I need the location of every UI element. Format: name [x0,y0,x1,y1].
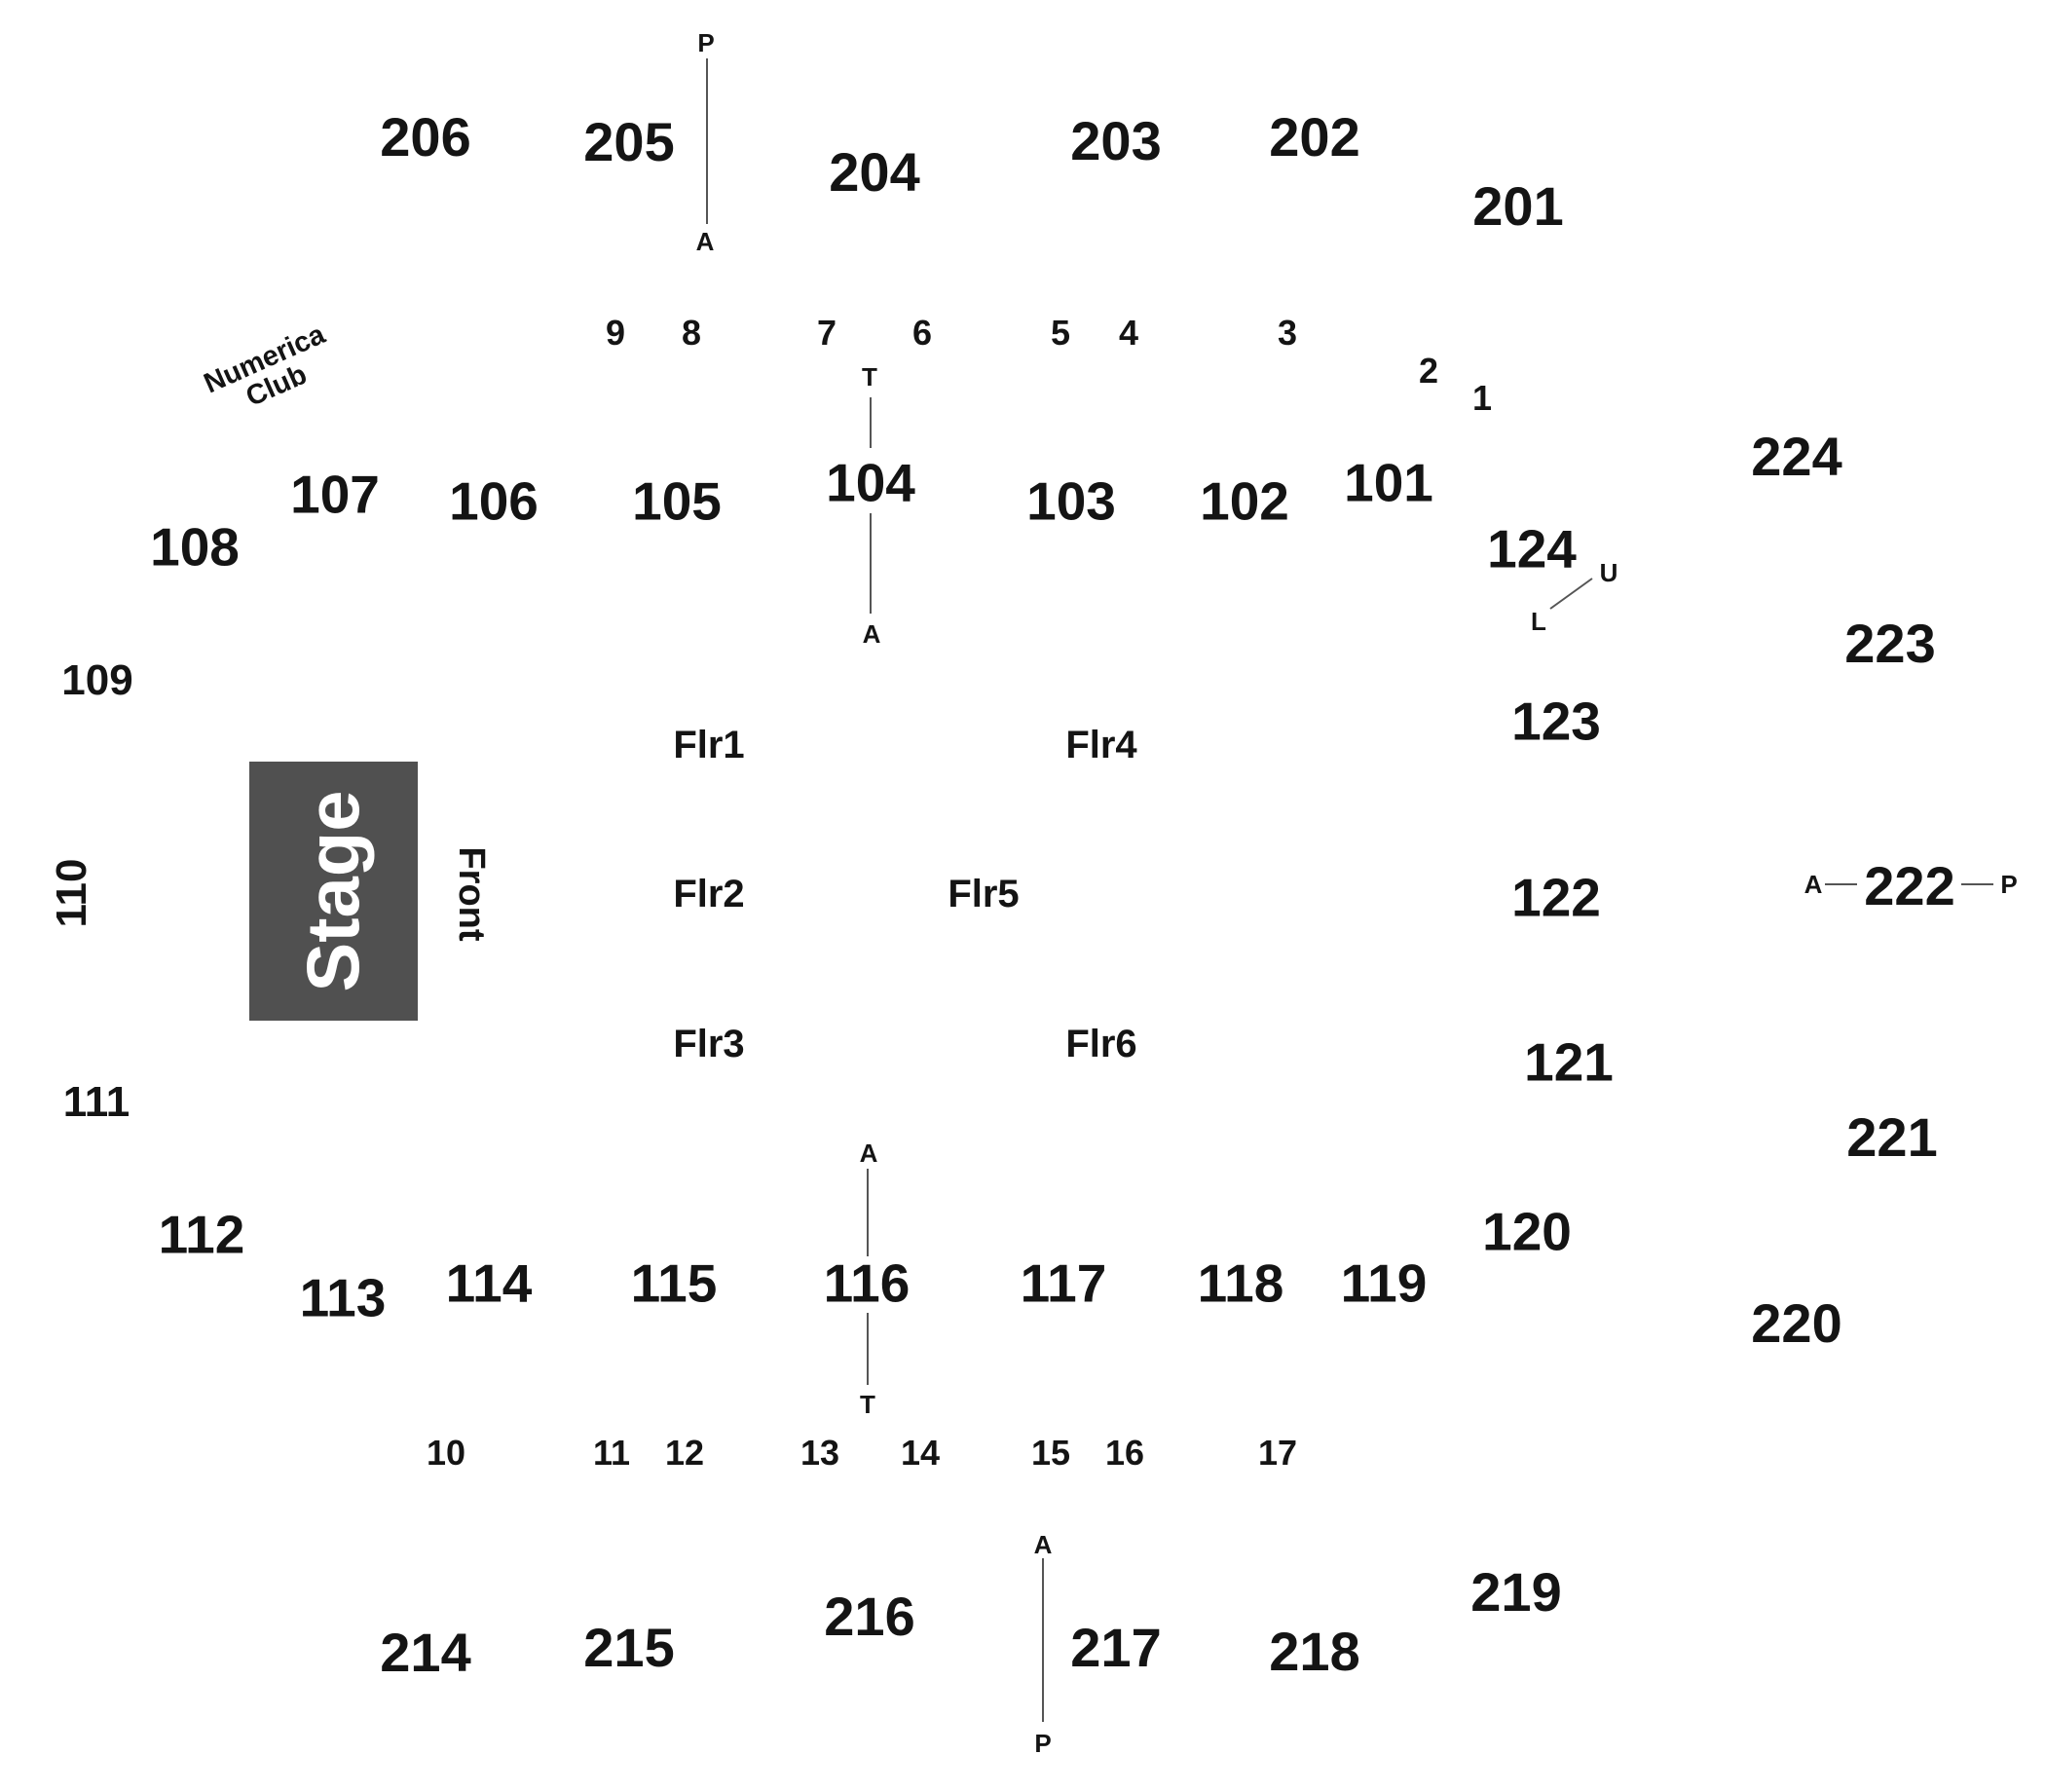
floor-section-3[interactable]: Flr3 [673,1023,745,1065]
section-203[interactable]: 203 [1070,110,1162,171]
stage[interactable]: Stage [249,762,418,1021]
section-216[interactable]: 216 [824,1586,915,1647]
section-113[interactable]: 113 [299,1267,387,1328]
box-3[interactable]: 3 [1277,313,1298,353]
floor-section-6[interactable]: Flr6 [1065,1023,1137,1065]
box-1[interactable]: 1 [1471,378,1493,418]
floor-section-4[interactable]: Flr4 [1065,724,1137,766]
section-109[interactable]: 109 [61,656,133,704]
box-14[interactable]: 14 [900,1433,941,1473]
aisle-marker-116-a: A [859,1139,878,1168]
section-117[interactable]: 117 [1020,1252,1107,1314]
section-205[interactable]: 205 [583,111,675,172]
section-219[interactable]: 219 [1470,1561,1562,1623]
section-121[interactable]: 121 [1524,1031,1614,1093]
aisle-marker-104-a: A [862,619,881,649]
aisle-marker-217-a: A [1033,1530,1053,1559]
section-224[interactable]: 224 [1751,426,1842,487]
section-206[interactable]: 206 [380,106,471,168]
aisle-marker-116-t: T [860,1390,875,1419]
section-112[interactable]: 112 [158,1204,245,1265]
section-105[interactable]: 105 [632,470,722,532]
aisle-line-124 [1549,578,1593,610]
section-111[interactable]: 111 [62,1078,130,1126]
box-11[interactable]: 11 [592,1433,631,1473]
box-15[interactable]: 15 [1030,1433,1071,1473]
box-17[interactable]: 17 [1257,1433,1298,1473]
box-12[interactable]: 12 [664,1433,705,1473]
floor-section-2[interactable]: Flr2 [673,873,745,915]
section-101[interactable]: 101 [1344,452,1433,513]
section-107[interactable]: 107 [290,464,380,525]
aisle-marker-222-a: A [1803,870,1823,899]
box-13[interactable]: 13 [799,1433,840,1473]
section-215[interactable]: 215 [583,1617,675,1678]
section-214[interactable]: 214 [380,1622,471,1683]
box-2[interactable]: 2 [1418,351,1439,391]
aisle-marker-104-t: T [862,362,877,392]
box-7[interactable]: 7 [816,313,837,353]
section-222[interactable]: 222 [1864,855,1955,916]
section-115[interactable]: 115 [630,1252,718,1314]
box-8[interactable]: 8 [681,313,702,353]
section-116[interactable]: 116 [823,1252,911,1314]
section-220[interactable]: 220 [1751,1292,1842,1354]
section-123[interactable]: 123 [1511,691,1601,752]
stage-front-label: Front [451,846,492,942]
aisle-marker-205-a: A [695,227,715,256]
section-103[interactable]: 103 [1026,470,1116,532]
aisle-marker-217-p: P [1034,1729,1052,1758]
box-5[interactable]: 5 [1050,313,1071,353]
section-108[interactable]: 108 [150,516,240,578]
section-201[interactable]: 201 [1472,175,1564,237]
box-6[interactable]: 6 [911,313,933,353]
section-120[interactable]: 120 [1482,1201,1572,1262]
aisle-marker-124-l: L [1531,607,1546,636]
aisle-marker-124-u: U [1599,558,1618,587]
box-16[interactable]: 16 [1104,1433,1145,1473]
section-106[interactable]: 106 [449,470,539,532]
floor-section-1[interactable]: Flr1 [673,724,745,766]
section-202[interactable]: 202 [1269,106,1360,168]
section-119[interactable]: 119 [1340,1252,1428,1314]
section-204[interactable]: 204 [829,141,920,203]
box-10[interactable]: 10 [426,1433,466,1473]
section-223[interactable]: 223 [1844,613,1936,674]
section-110[interactable]: 110 [48,858,95,928]
floor-section-5[interactable]: Flr5 [948,873,1020,915]
section-104[interactable]: 104 [826,452,915,513]
section-102[interactable]: 102 [1200,470,1289,532]
section-118[interactable]: 118 [1197,1252,1284,1314]
section-122[interactable]: 122 [1511,867,1601,928]
section-217[interactable]: 217 [1070,1617,1162,1678]
stage-label: Stage [292,790,375,992]
aisle-marker-222-p: P [2000,870,2018,899]
section-124[interactable]: 124 [1487,518,1577,579]
section-114[interactable]: 114 [445,1252,533,1314]
aisle-marker-205-p: P [697,28,715,57]
section-218[interactable]: 218 [1269,1621,1360,1682]
box-4[interactable]: 4 [1118,313,1139,353]
section-221[interactable]: 221 [1846,1106,1938,1168]
box-9[interactable]: 9 [605,313,626,353]
